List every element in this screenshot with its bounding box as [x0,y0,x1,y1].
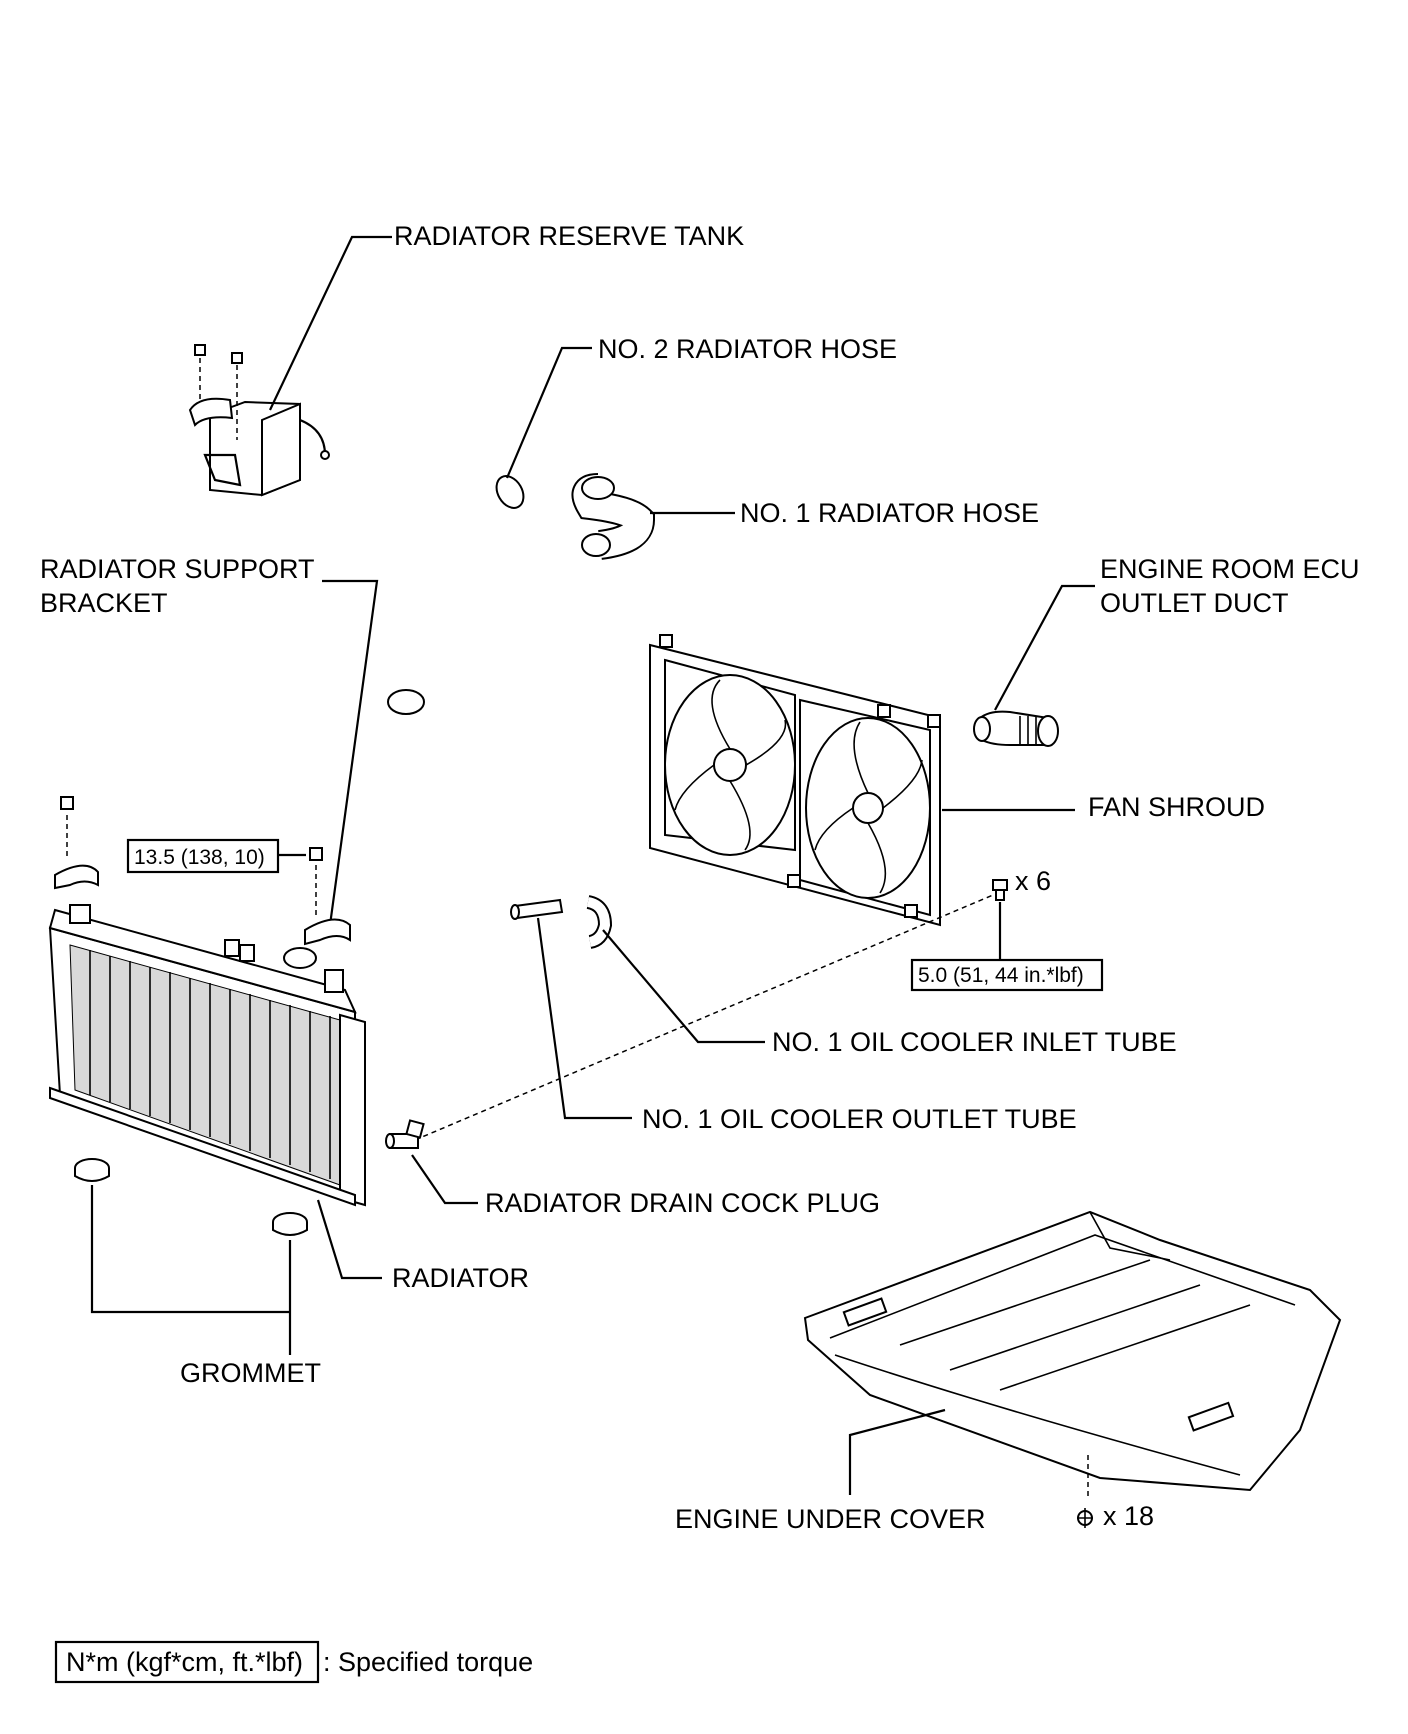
label-radiator-reserve-tank: RADIATOR RESERVE TANK [394,221,744,251]
label-radiator-support-bracket-line1: RADIATOR SUPPORT [40,554,315,584]
torque-shroud-bolt: 5.0 (51, 44 in.*lbf) [918,964,1084,987]
engine-under-cover-drawing [803,1210,1342,1492]
label-ecu-outlet-duct-line1: ENGINE ROOM ECU [1100,554,1360,584]
support-bracket-left-drawing [54,796,99,890]
no2-radiator-hose-drawing [384,463,525,715]
shroud-bolt-quantity: x 6 [1015,866,1051,896]
drain-cock-plug-drawing [385,1119,425,1149]
torque-bracket-bolt: 13.5 (138, 10) [134,846,265,869]
label-radiator: RADIATOR [392,1263,529,1293]
legend-torque-box [54,1640,320,1684]
cover-clip-quantity: x 18 [1103,1501,1154,1531]
label-no2-radiator-hose: NO. 2 RADIATOR HOSE [598,334,897,364]
legend-units: N*m (kgf*cm, ft.*lbf) [66,1647,303,1677]
label-radiator-drain-cock-plug: RADIATOR DRAIN COCK PLUG [485,1188,880,1218]
legend-description: : Specified torque [323,1647,533,1677]
radiator-drawing [48,904,366,1207]
label-engine-under-cover: ENGINE UNDER COVER [675,1504,986,1534]
label-oil-cooler-inlet-tube: NO. 1 OIL COOLER INLET TUBE [772,1027,1177,1057]
oil-cooler-inlet-tube-drawing [586,895,613,949]
grommet-left-drawing [74,1158,110,1182]
grommet-right-drawing [272,1212,308,1236]
label-grommet: GROMMET [180,1358,321,1388]
label-ecu-outlet-duct-line2: OUTLET DUCT [1100,588,1289,618]
engine-room-ecu-outlet-duct-drawing [973,710,1059,747]
oil-cooler-outlet-tube-drawing [510,898,564,920]
cover-clip-icon [1077,1508,1093,1528]
label-radiator-support-bracket-line2: BRACKET [40,588,168,618]
torque-box-shroud-bolt [910,958,1104,992]
label-fan-shroud: FAN SHROUD [1088,792,1265,822]
fan-shroud-drawing [649,634,941,927]
support-bracket-right-drawing [304,847,351,946]
label-no1-radiator-hose: NO. 1 RADIATOR HOSE [740,498,1039,528]
radiator-reserve-tank-drawing [188,344,330,497]
no1-radiator-hose-drawing [571,473,656,560]
label-oil-cooler-outlet-tube: NO. 1 OIL COOLER OUTLET TUBE [642,1104,1077,1134]
shroud-bolt-icon [992,879,1008,901]
